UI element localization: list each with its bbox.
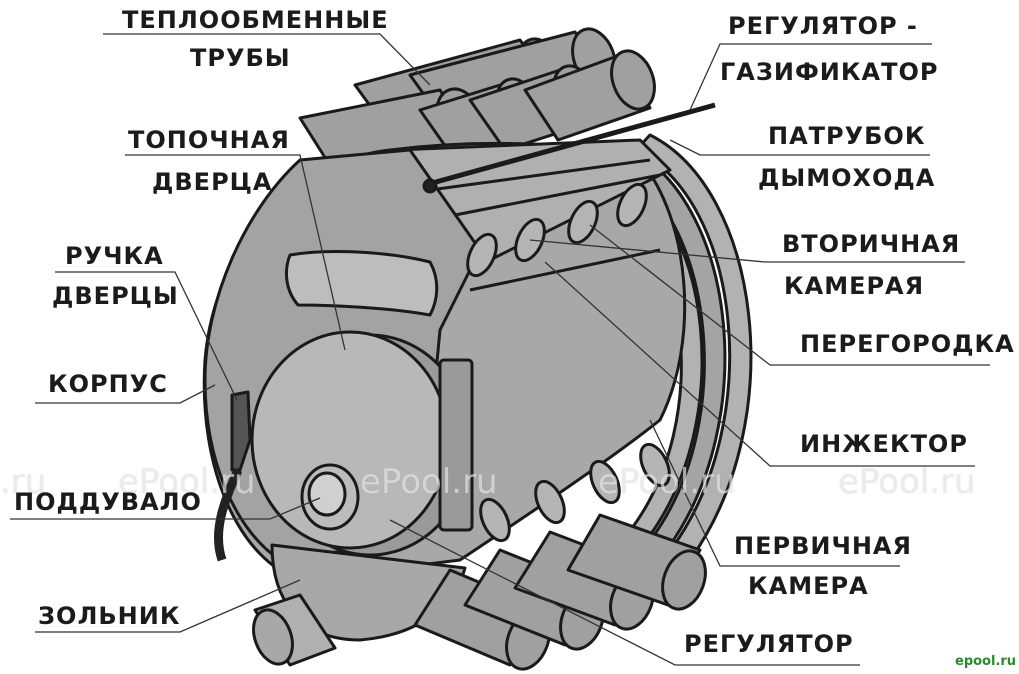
label-gasifier-line2: ГАЗИФИКАТОР: [720, 58, 939, 86]
watermark: ePool.ru: [598, 462, 736, 502]
label-door-handle-line2: ДВЕРЦЫ: [52, 282, 179, 310]
label-primary-line1: ПЕРВИЧНАЯ: [734, 532, 912, 560]
label-blower: ПОДДУВАЛО: [14, 488, 202, 516]
label-heat-tubes-line1: ТЕПЛООБМЕННЫЕ: [122, 6, 389, 34]
inspection-window: [284, 249, 439, 317]
watermark: ePool.ru: [118, 462, 256, 502]
label-injector: ИНЖЕКТОР: [800, 430, 968, 458]
label-firebox-door-line1: ТОПОЧНАЯ: [128, 126, 290, 154]
label-door-handle-line1: РУЧКА: [65, 242, 164, 270]
label-partition: ПЕРЕГОРОДКА: [800, 330, 1015, 358]
watermark: ePool.ru: [838, 462, 976, 502]
label-regulator: РЕГУЛЯТОР: [684, 630, 854, 658]
door-handle: [230, 390, 252, 472]
label-primary-line2: КАМЕРА: [748, 572, 869, 600]
lower-heat-tubes: [413, 513, 707, 671]
label-firebox-door-line2: ДВЕРЦА: [152, 168, 273, 196]
brand-mark: epool.ru: [955, 654, 1017, 669]
blower-tube-inner: [307, 471, 347, 517]
label-body: КОРПУС: [48, 370, 168, 398]
label-heat-tubes-line2: ТРУБЫ: [190, 44, 291, 72]
leader-lines: [10, 33, 990, 666]
door-hinge: [438, 358, 474, 532]
label-secondary-line1: ВТОРИЧНАЯ: [782, 230, 961, 258]
label-gasifier-line1: РЕГУЛЯТОР -: [728, 12, 918, 40]
label-flue-line1: ПАТРУБОК: [768, 122, 926, 150]
label-ash-pan: ЗОЛЬНИК: [38, 602, 181, 630]
primary-injectors: [479, 442, 671, 543]
label-secondary-line2: КАМЕРАЯ: [784, 272, 925, 300]
watermark: ePool.ru: [360, 462, 498, 502]
secondary-injectors: [466, 182, 648, 278]
label-flue-line2: ДЫМОХОДА: [758, 164, 936, 192]
gasifier-rod: [424, 102, 716, 188]
watermark: .ru: [0, 462, 47, 502]
